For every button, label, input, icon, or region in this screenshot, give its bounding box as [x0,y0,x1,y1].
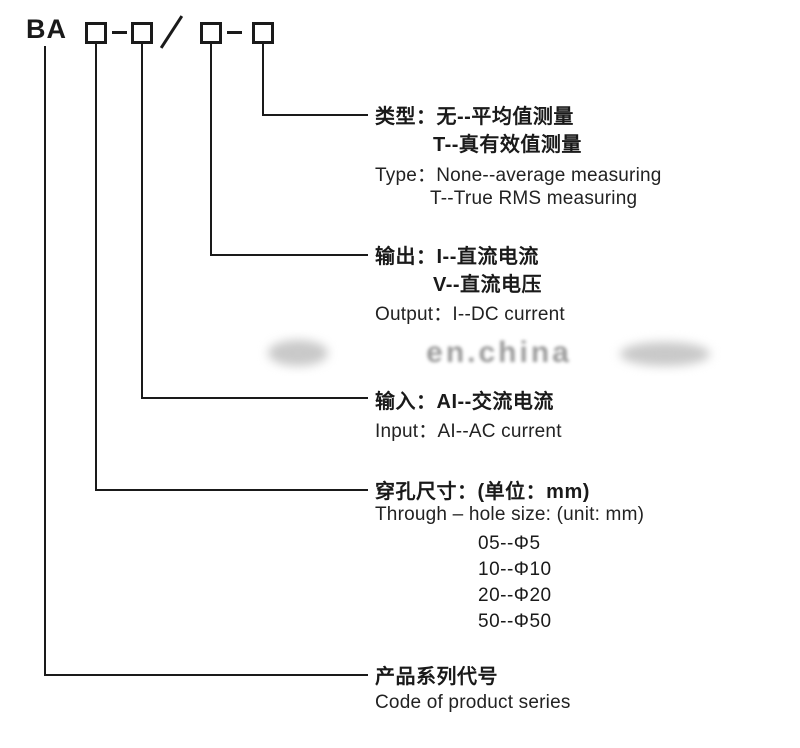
dash-icon [112,31,127,34]
hole-size-option: 20--Φ20 [478,585,552,606]
code-box-output [200,22,222,44]
watermark: en.china [248,330,750,376]
input-label-cn-1: 输入：AI--交流电流 [375,391,554,413]
code-box-hole-size [85,22,107,44]
dash-icon [227,31,242,34]
hole-size-option: 10--Φ10 [478,559,552,580]
connector-line-input-vertical [141,44,143,399]
connector-line-type-vertical [262,44,264,116]
output-label-cn-2: V--直流电压 [433,274,543,296]
code-box-input [131,22,153,44]
connector-line-series-vertical [44,46,46,676]
connector-line-output-vertical [210,44,212,256]
connector-line-output-horizontal [210,254,368,256]
hole-label-cn-1: 穿孔尺寸：(单位：mm) [375,481,590,503]
type-label-en-2: T--True RMS measuring [430,188,638,209]
watermark-smudge [268,340,328,366]
connector-line-series-horizontal [44,674,368,676]
connector-line-type-horizontal [262,114,368,116]
output-label-en-1: Output：I--DC current [375,304,565,325]
hole-size-option: 50--Φ50 [478,611,552,632]
input-label-en-1: Input：AI--AC current [375,421,562,442]
code-prefix: BA [26,14,67,44]
connector-line-input-horizontal [141,397,368,399]
hole-label-en-1: Through – hole size: (unit: mm) [375,504,645,525]
output-label-cn-1: 输出：I--直流电流 [375,246,539,268]
connector-line-hole-horizontal [95,489,368,491]
slash-icon [159,15,184,49]
type-label-cn-2: T--真有效值测量 [433,134,582,156]
code-box-type [252,22,274,44]
hole-size-option: 05--Φ5 [478,533,541,554]
watermark-text: en.china [426,336,572,369]
watermark-smudge [620,342,710,366]
series-label-cn-1: 产品系列代号 [375,666,498,688]
connector-line-hole-vertical [95,44,97,491]
series-label-en-1: Code of product series [375,692,571,713]
type-label-en-1: Type：None--average measuring [375,165,662,186]
type-label-cn-1: 类型：无--平均值测量 [375,106,574,128]
